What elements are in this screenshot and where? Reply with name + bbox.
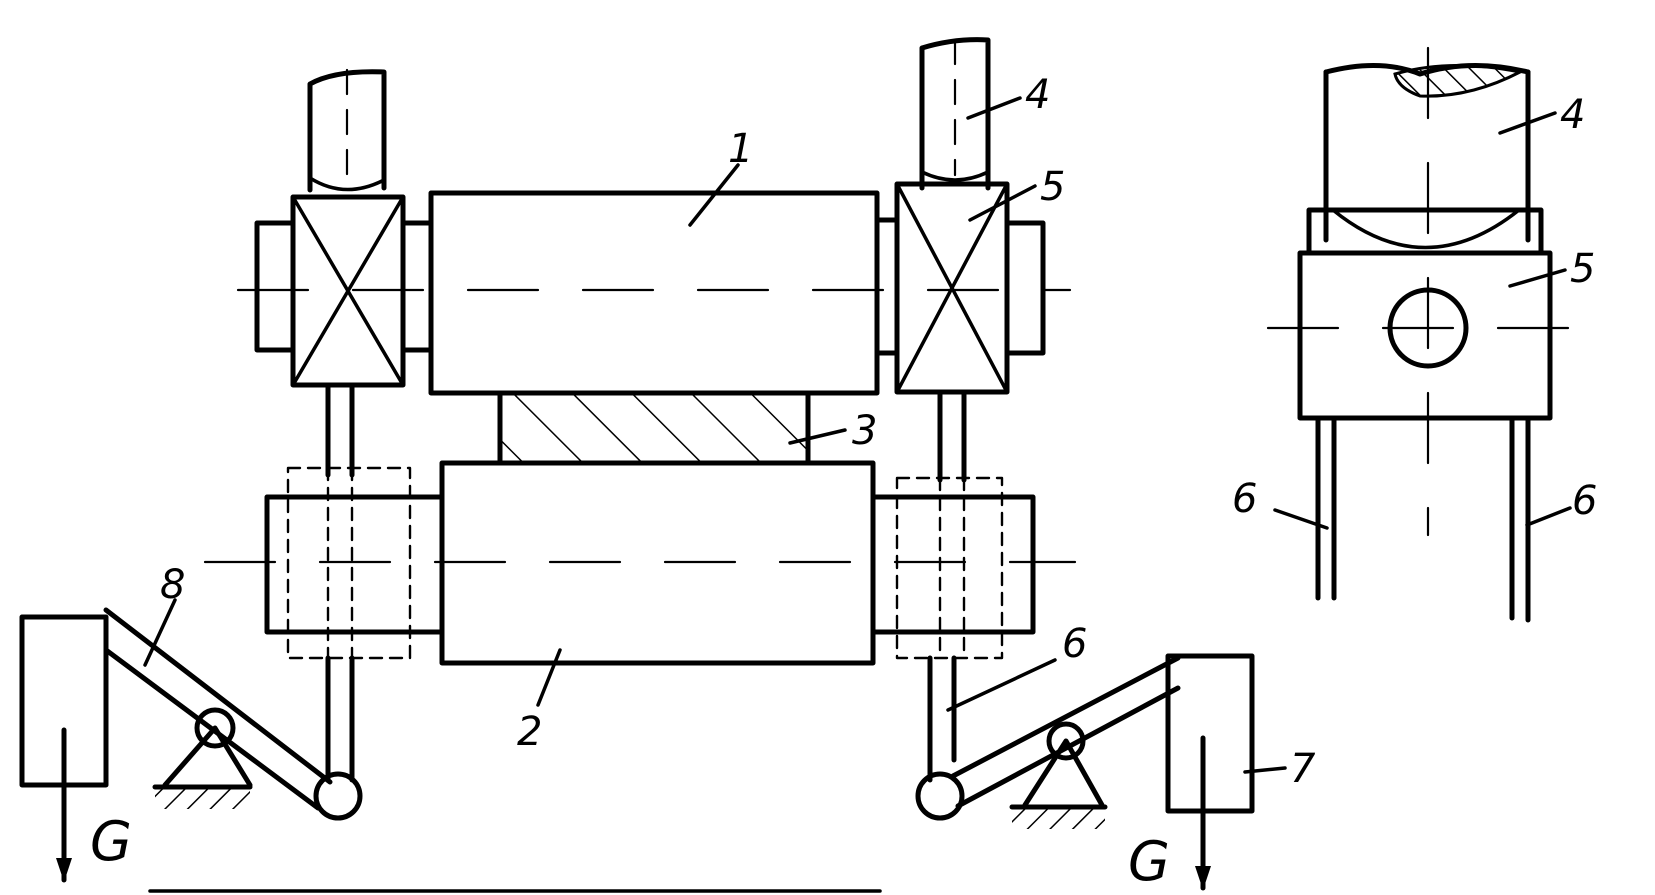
left-rod-upper (325, 382, 355, 478)
label-rod-side-right: 6 (1572, 478, 1597, 524)
label-workpiece: 3 (852, 408, 877, 454)
label-spindle: 4 (1025, 72, 1050, 118)
label-counterweight: 7 (1290, 746, 1316, 792)
left-spindle (307, 68, 387, 193)
left-lever (103, 607, 333, 811)
left-lower-chock (264, 466, 445, 660)
upper-roll (428, 190, 880, 396)
workpiece (497, 390, 811, 466)
right-spindle (919, 37, 991, 191)
label-spindle-side: 4 (1560, 92, 1585, 138)
label-lever: 8 (160, 562, 185, 608)
label-chock-side: 5 (1570, 246, 1595, 292)
label-roll-lower: 2 (517, 709, 542, 755)
left-counterweight (19, 614, 109, 883)
label-force-right: G (1128, 830, 1170, 893)
label-rod-side-left: 6 (1232, 476, 1257, 522)
label-rod-left-view: 6 (1062, 621, 1087, 667)
right-upper-chock (874, 181, 1046, 395)
right-rod-lower (915, 655, 965, 821)
label-bearing-chock: 5 (1040, 164, 1065, 210)
label-force-left: G (90, 810, 132, 873)
right-rod-upper (937, 389, 967, 483)
right-lever (950, 655, 1181, 829)
side-view (1266, 46, 1592, 623)
right-counterweight (1165, 653, 1255, 891)
leader-lines (143, 96, 1572, 774)
label-roll-upper: 1 (728, 126, 753, 172)
left-rod-lower (313, 655, 363, 821)
right-lower-chock (870, 476, 1036, 660)
